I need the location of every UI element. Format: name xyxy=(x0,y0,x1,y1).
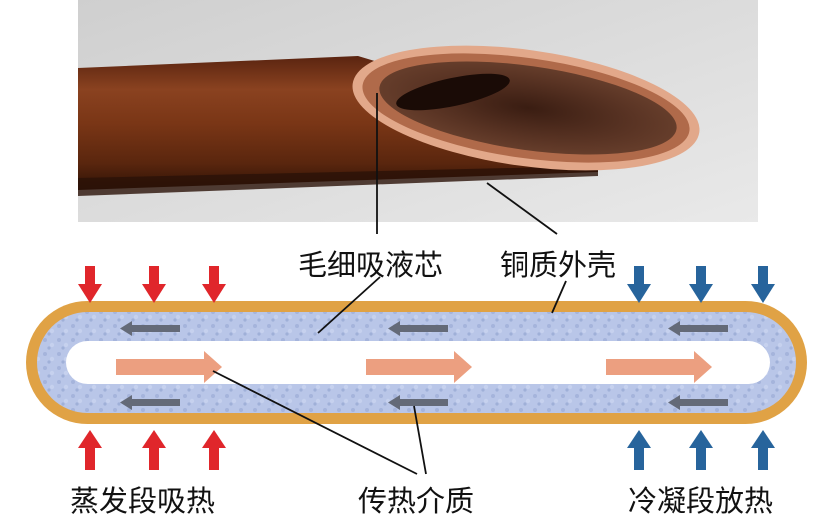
liquid-arrow-top xyxy=(668,321,728,336)
liquid-arrow-top xyxy=(120,321,180,336)
leader-line-shell-schematic xyxy=(551,280,567,314)
heat-out-arrow xyxy=(751,430,775,470)
heat-out-arrow xyxy=(689,266,713,303)
leader-line-shell-photo xyxy=(486,182,558,235)
label-evaporator-section: 蒸发段吸热 xyxy=(70,484,216,518)
heat-out-arrow xyxy=(751,266,775,303)
leader-line-medium-liquid xyxy=(413,405,427,475)
heat-out-arrow xyxy=(627,266,651,303)
liquid-arrow-bottom xyxy=(668,395,728,410)
label-condenser-section: 冷凝段放热 xyxy=(628,484,774,518)
vapor-arrow xyxy=(606,351,712,383)
heat-in-arrow xyxy=(142,266,166,303)
leader-line-wick-schematic xyxy=(317,276,381,334)
heat-pipe-photo-drawing xyxy=(78,0,758,222)
vapor-arrow xyxy=(116,351,222,383)
heat-in-arrow xyxy=(142,430,166,470)
liquid-arrow-bottom xyxy=(388,395,448,410)
heat-pipe-photo xyxy=(78,0,758,222)
label-capillary-wick: 毛细吸液芯 xyxy=(298,248,444,282)
heat-out-arrow xyxy=(689,430,713,470)
heat-in-arrow xyxy=(202,430,226,470)
label-copper-shell: 铜质外壳 xyxy=(500,248,617,282)
label-heat-transfer-medium: 传热介质 xyxy=(358,484,475,518)
leader-line-medium-vapor xyxy=(212,370,418,475)
heat-out-arrow xyxy=(627,430,651,470)
vapor-arrow xyxy=(366,351,472,383)
heat-in-arrow xyxy=(78,266,102,303)
heat-in-arrow xyxy=(202,266,226,303)
liquid-arrow-top xyxy=(388,321,448,336)
heat-in-arrow xyxy=(78,430,102,470)
liquid-arrow-bottom xyxy=(120,395,180,410)
